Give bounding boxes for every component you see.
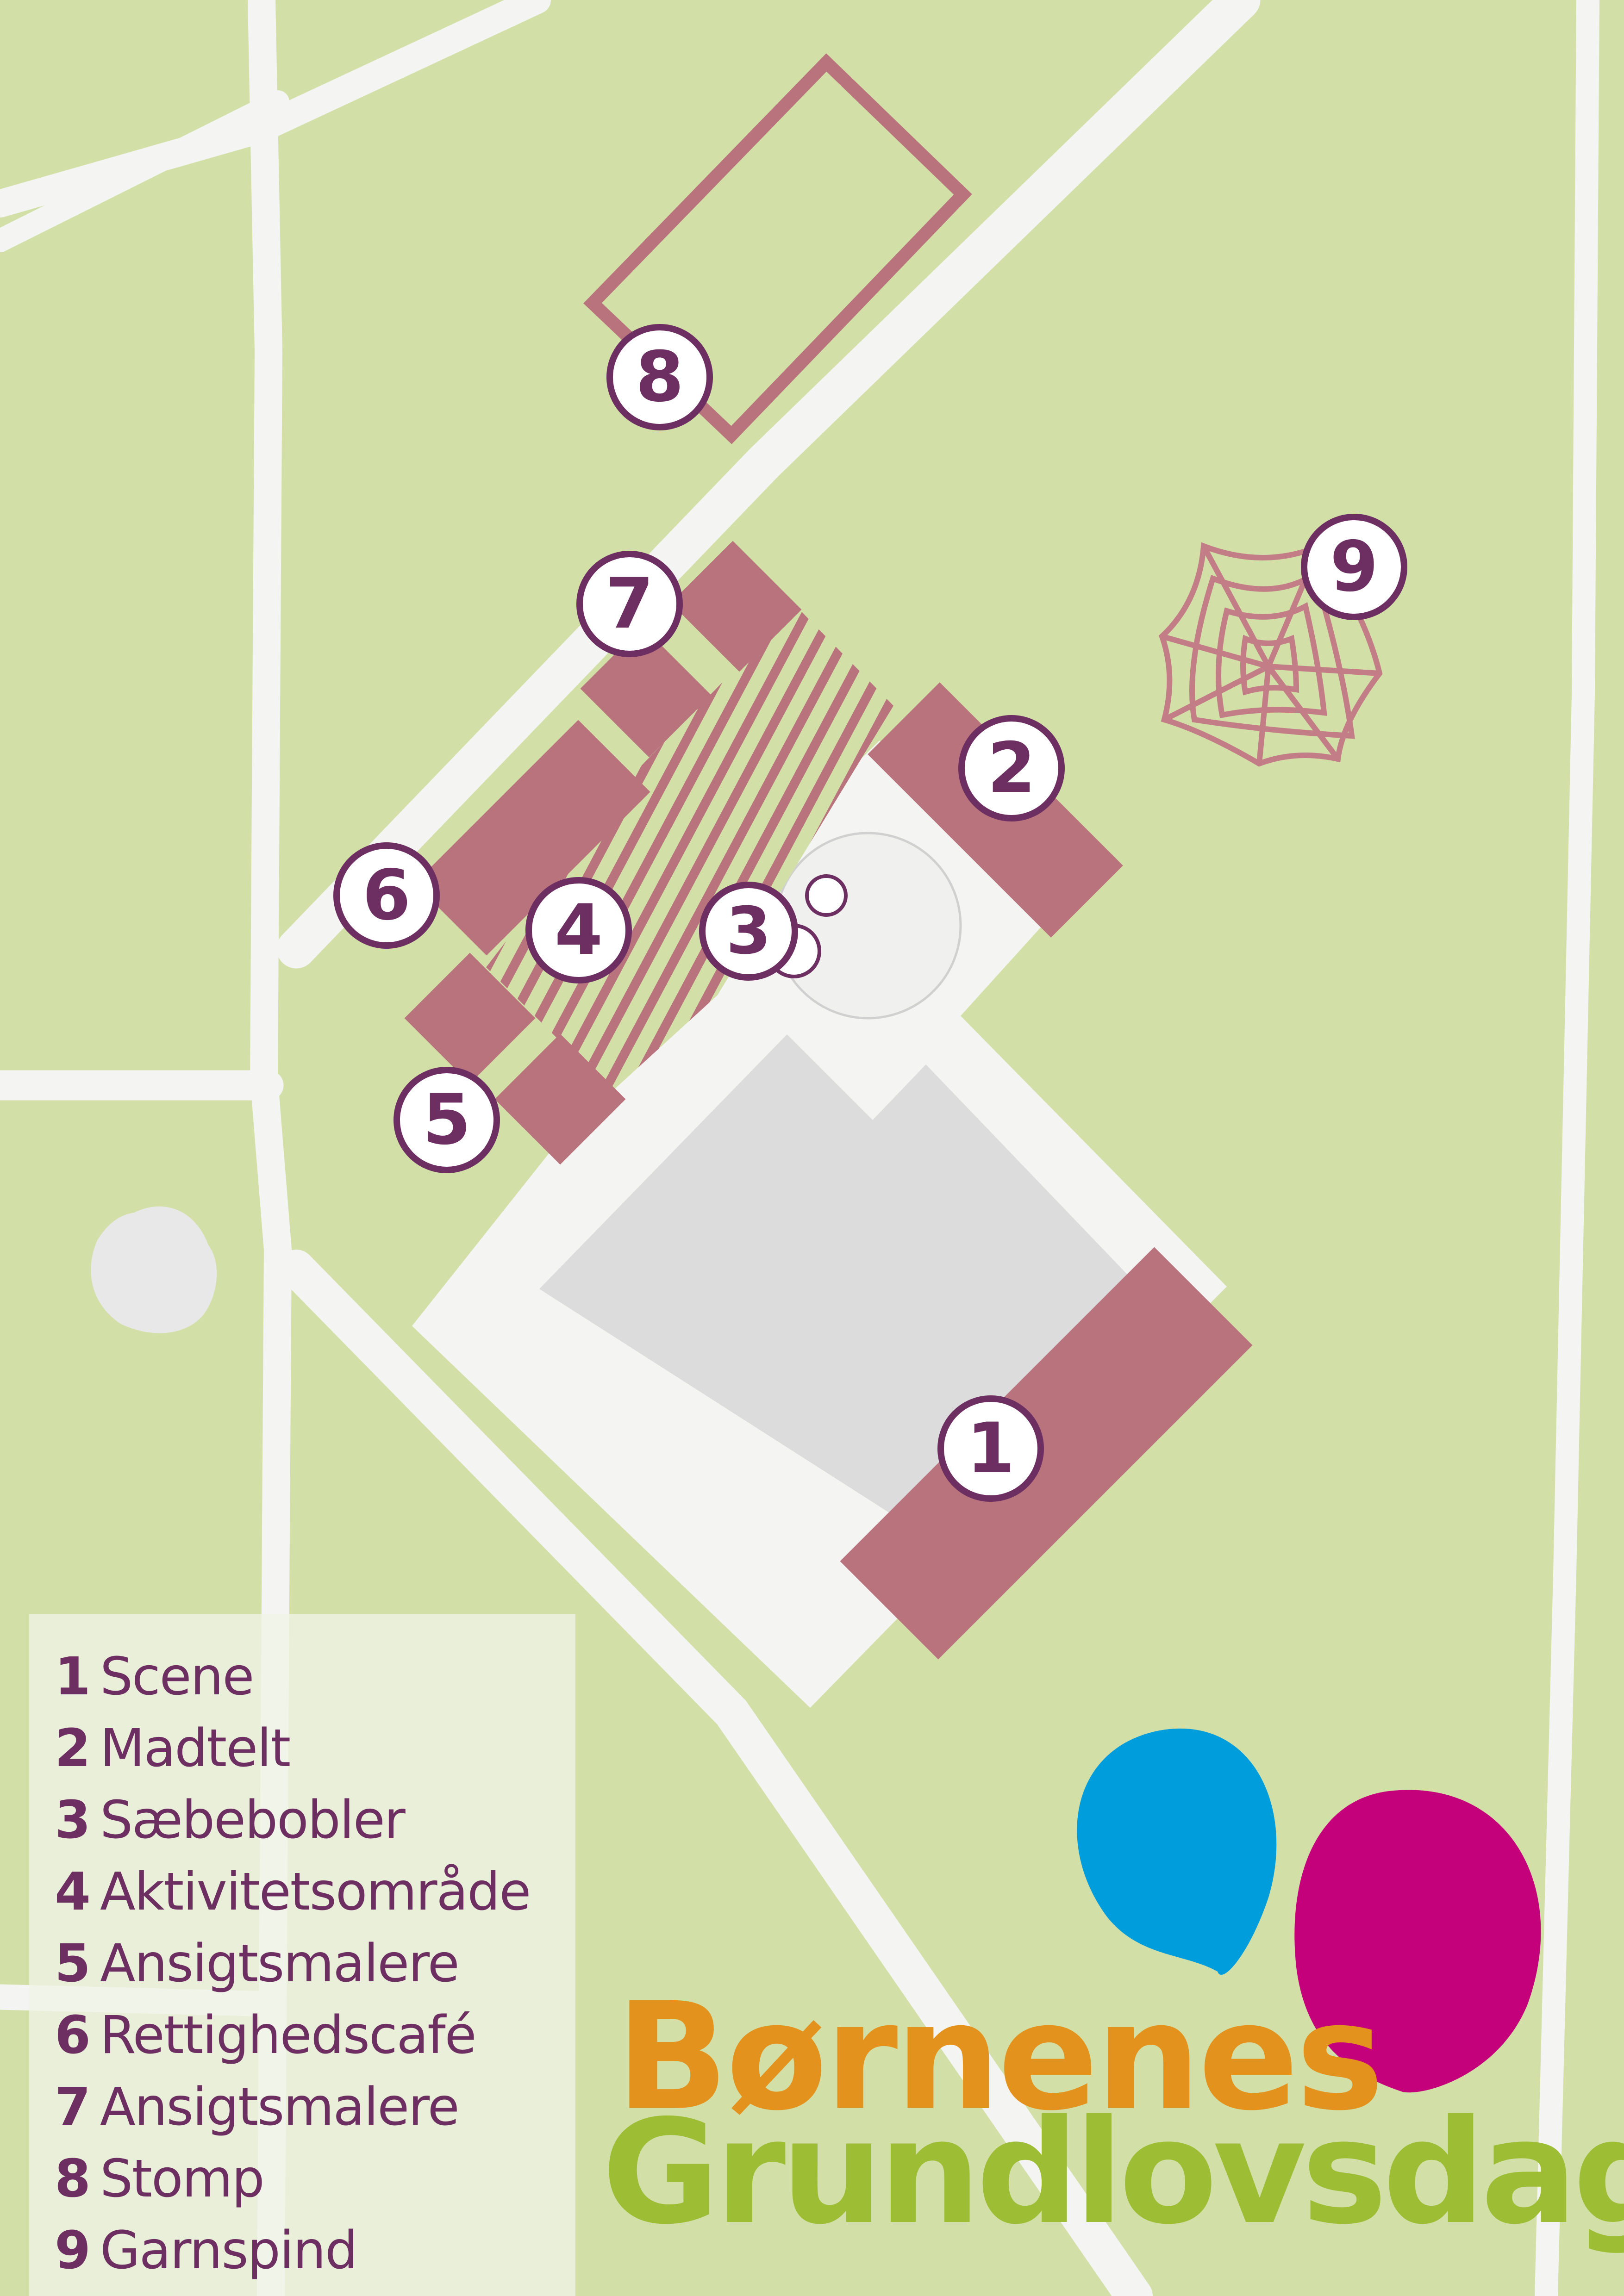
markers: 1 2 3 4 5 6 7 8 (333, 324, 1407, 1502)
marker-6-label: 6 (362, 855, 411, 936)
path-top-diagonal (0, 0, 551, 218)
legend-number: 1 (55, 1647, 91, 1707)
tent-rights-cafe (414, 720, 650, 956)
legend-label: Aktivitetsområde (100, 1862, 531, 1922)
legend-number: 8 (55, 2149, 91, 2209)
marker-2-label: 2 (987, 728, 1036, 809)
marker-6: 6 (333, 842, 440, 949)
marker-1-label: 1 (967, 1408, 1015, 1489)
path-vertical-right (1535, 0, 1599, 2296)
legend-label: Ansigtsmalere (100, 2077, 460, 2137)
tent-facepaint-5b (494, 1033, 626, 1165)
path-top-diagonal-2 (0, 90, 289, 252)
stomp-area (583, 53, 972, 444)
marker-1: 1 (937, 1395, 1044, 1502)
marker-5-label: 5 (423, 1080, 471, 1160)
marker-9: 9 (1301, 514, 1407, 620)
pond (91, 1206, 217, 1333)
marker-7: 7 (576, 551, 683, 657)
tent-facepaint-7a (670, 541, 802, 672)
legend-label: Sæbebobler (100, 1790, 406, 1850)
marker-2: 2 (958, 715, 1065, 821)
tent-facepaint-5a (404, 952, 536, 1084)
marker-4-label: 4 (555, 890, 603, 971)
legend-label: Ansigtsmalere (100, 1934, 460, 1994)
legend-number: 6 (55, 2005, 91, 2066)
legend-number: 9 (55, 2221, 91, 2281)
tent-facepaint-7b (580, 626, 712, 758)
marker-8-label: 8 (636, 337, 684, 417)
marker-3: 3 (699, 882, 798, 981)
balloon-blue (1077, 1728, 1277, 1975)
legend-number: 2 (55, 1718, 91, 1779)
brand-title-line1: Børnenes (616, 1971, 1384, 2143)
balloon-magenta (1294, 1790, 1541, 2093)
marker-5: 5 (394, 1067, 500, 1173)
marker-4: 4 (525, 877, 632, 983)
tent-stage (840, 1247, 1253, 1660)
legend-number: 3 (55, 1790, 91, 1850)
marker-9-label: 9 (1330, 527, 1378, 607)
legend-label: Madtelt (100, 1718, 291, 1779)
legend-label: Garnspind (100, 2221, 358, 2281)
path-lower-diagonal (278, 1250, 1153, 2296)
marker-7-label: 7 (606, 564, 654, 644)
legend-label: Stomp (100, 2149, 265, 2209)
marker-8: 8 (606, 324, 713, 430)
legend-number: 4 (55, 1862, 91, 1922)
marker-3-label: 3 (726, 894, 771, 969)
legend-number: 7 (55, 2077, 91, 2137)
path-main-diagonal (276, 0, 1261, 969)
legend-label: Scene (100, 1647, 254, 1707)
brand-title-line2: Grundlovsdag (602, 2089, 1624, 2256)
legend-number: 5 (55, 1934, 91, 1994)
legend-label: Rettighedscafé (100, 2005, 477, 2066)
